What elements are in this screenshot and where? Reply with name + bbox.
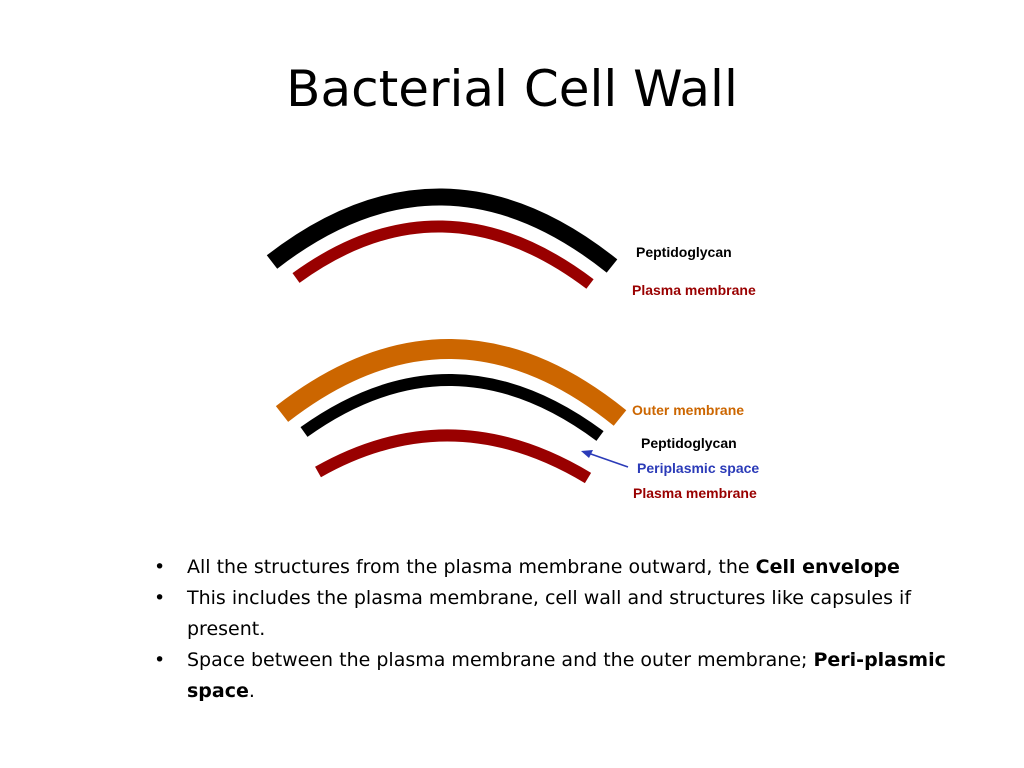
top-peptidoglycan-label: Peptidoglycan [636, 244, 732, 260]
cell-envelope-diagram: Peptidoglycan Plasma membrane Outer memb… [266, 188, 759, 501]
top-plasma-membrane-layer [292, 220, 594, 289]
top-peptidoglycan-layer [266, 188, 618, 273]
slide-title: Bacterial Cell Wall [286, 60, 738, 118]
bottom-plasma-membrane-label: Plasma membrane [633, 485, 757, 501]
bottom-diagram: Outer membrane Peptidoglycan Periplasmic… [275, 339, 759, 501]
bottom-plasma-membrane-layer [315, 429, 592, 484]
bullet-bold-term: Cell envelope [755, 556, 900, 578]
bullet-bold-term: Peri-plasmic space [187, 649, 946, 702]
bullet-marker: • [154, 587, 166, 609]
top-diagram: Peptidoglycan Plasma membrane [266, 188, 756, 298]
bullet-text: This includes the plasma membrane, cell … [187, 587, 912, 640]
bullet-item-cell-envelope: • All the structures from the plasma memb… [152, 552, 972, 583]
top-plasma-membrane-label: Plasma membrane [632, 282, 756, 298]
bottom-outer-membrane-label: Outer membrane [632, 402, 744, 418]
bullet-item-includes: • This includes the plasma membrane, cell… [152, 583, 972, 645]
bullet-text: All the structures from the plasma membr… [187, 556, 756, 578]
bullet-text: Space between the plasma membrane and th… [187, 649, 814, 671]
bullet-item-periplasmic-space: • Space between the plasma membrane and t… [152, 645, 972, 707]
periplasmic-arrow [581, 450, 629, 468]
bottom-peptidoglycan-label: Peptidoglycan [641, 435, 737, 451]
bullet-marker: • [154, 649, 166, 671]
bullet-marker: • [154, 556, 166, 578]
bottom-periplasmic-space-label: Periplasmic space [637, 460, 759, 476]
bullet-list: • All the structures from the plasma memb… [152, 552, 972, 707]
bottom-peptidoglycan-layer [300, 374, 604, 441]
bullet-tail: . [248, 680, 255, 702]
bottom-outer-membrane-layer [275, 339, 627, 426]
